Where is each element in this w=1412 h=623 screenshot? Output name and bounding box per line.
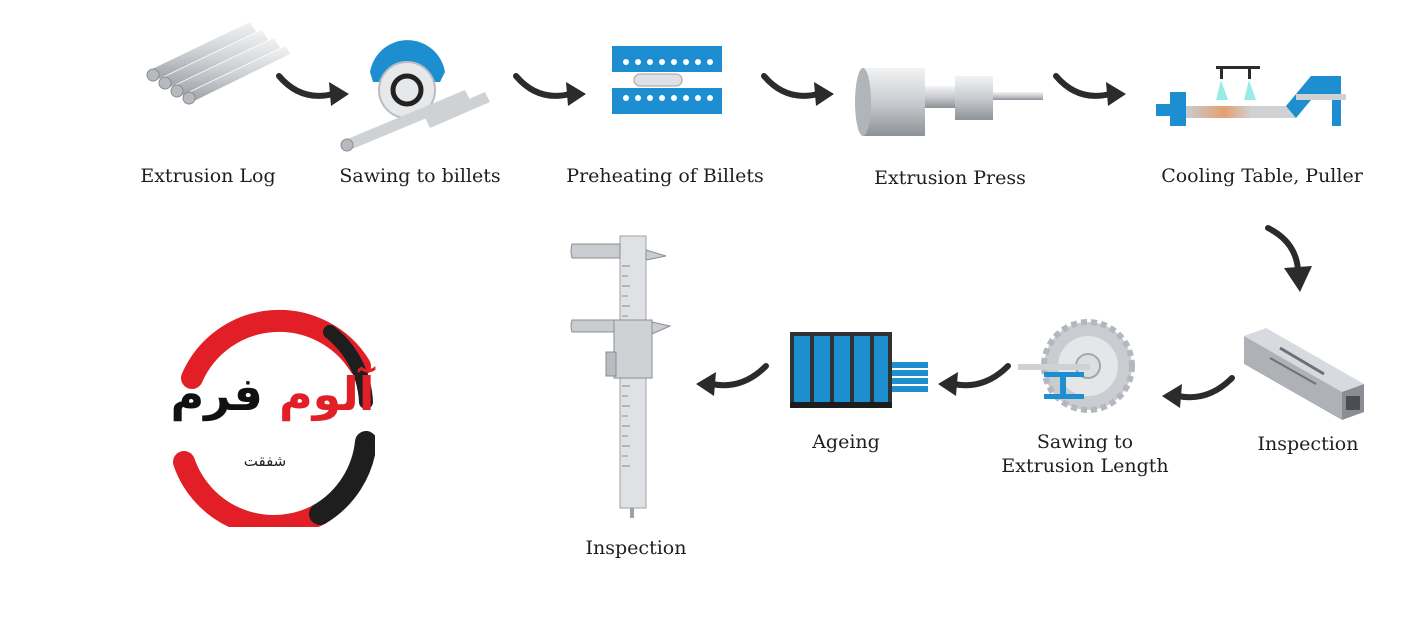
curved-arrow-icon xyxy=(512,72,592,112)
step-label-extrusion-log: Extrusion Log xyxy=(140,165,276,187)
step-label-extrusion-press: Extrusion Press xyxy=(874,167,1026,189)
curved-arrow-icon xyxy=(692,360,772,400)
saw-blade-icon xyxy=(1018,318,1138,414)
company-logo: آلوم فرم شفقت xyxy=(170,292,375,527)
logo-subtitle: شفقت xyxy=(243,452,287,470)
step-label-cooling-table-puller: Cooling Table, Puller xyxy=(1161,165,1363,187)
aluminum-profile-icon xyxy=(1240,328,1370,424)
curved-arrow-icon xyxy=(1052,72,1132,112)
curved-arrow-icon xyxy=(1158,372,1238,412)
curved-arrow-icon xyxy=(934,360,1014,400)
step-label-sawing-to-extrusion-length: Sawing to Extrusion Length xyxy=(1001,430,1168,478)
logo-wordmark: آلوم فرم xyxy=(170,364,375,424)
curved-arrow-icon xyxy=(275,72,355,112)
step-label-line-2: Extrusion Length xyxy=(1001,455,1169,477)
logo-word-1: آلوم xyxy=(278,367,375,421)
circular-saw-icon xyxy=(335,32,490,152)
step-label-preheating-of-billets: Preheating of Billets xyxy=(566,165,764,187)
logo-word-2: فرم xyxy=(170,367,263,421)
furnace-icon xyxy=(612,46,722,114)
curved-arrow-icon xyxy=(760,72,840,112)
curved-arrow-icon xyxy=(1262,224,1322,296)
step-label-ageing: Ageing xyxy=(812,431,880,453)
vernier-caliper-icon xyxy=(570,235,680,518)
press-icon xyxy=(855,66,1045,138)
cooling-table-icon xyxy=(1156,66,1346,132)
step-label-line-1: Sawing to xyxy=(1036,431,1134,453)
aluminum-rods-icon xyxy=(140,22,290,105)
step-label-inspection-profile: Inspection xyxy=(1257,433,1359,455)
step-label-sawing-to-billets: Sawing to billets xyxy=(339,165,501,187)
ageing-oven-icon xyxy=(790,330,930,410)
step-label-inspection-caliper: Inspection xyxy=(585,537,687,559)
